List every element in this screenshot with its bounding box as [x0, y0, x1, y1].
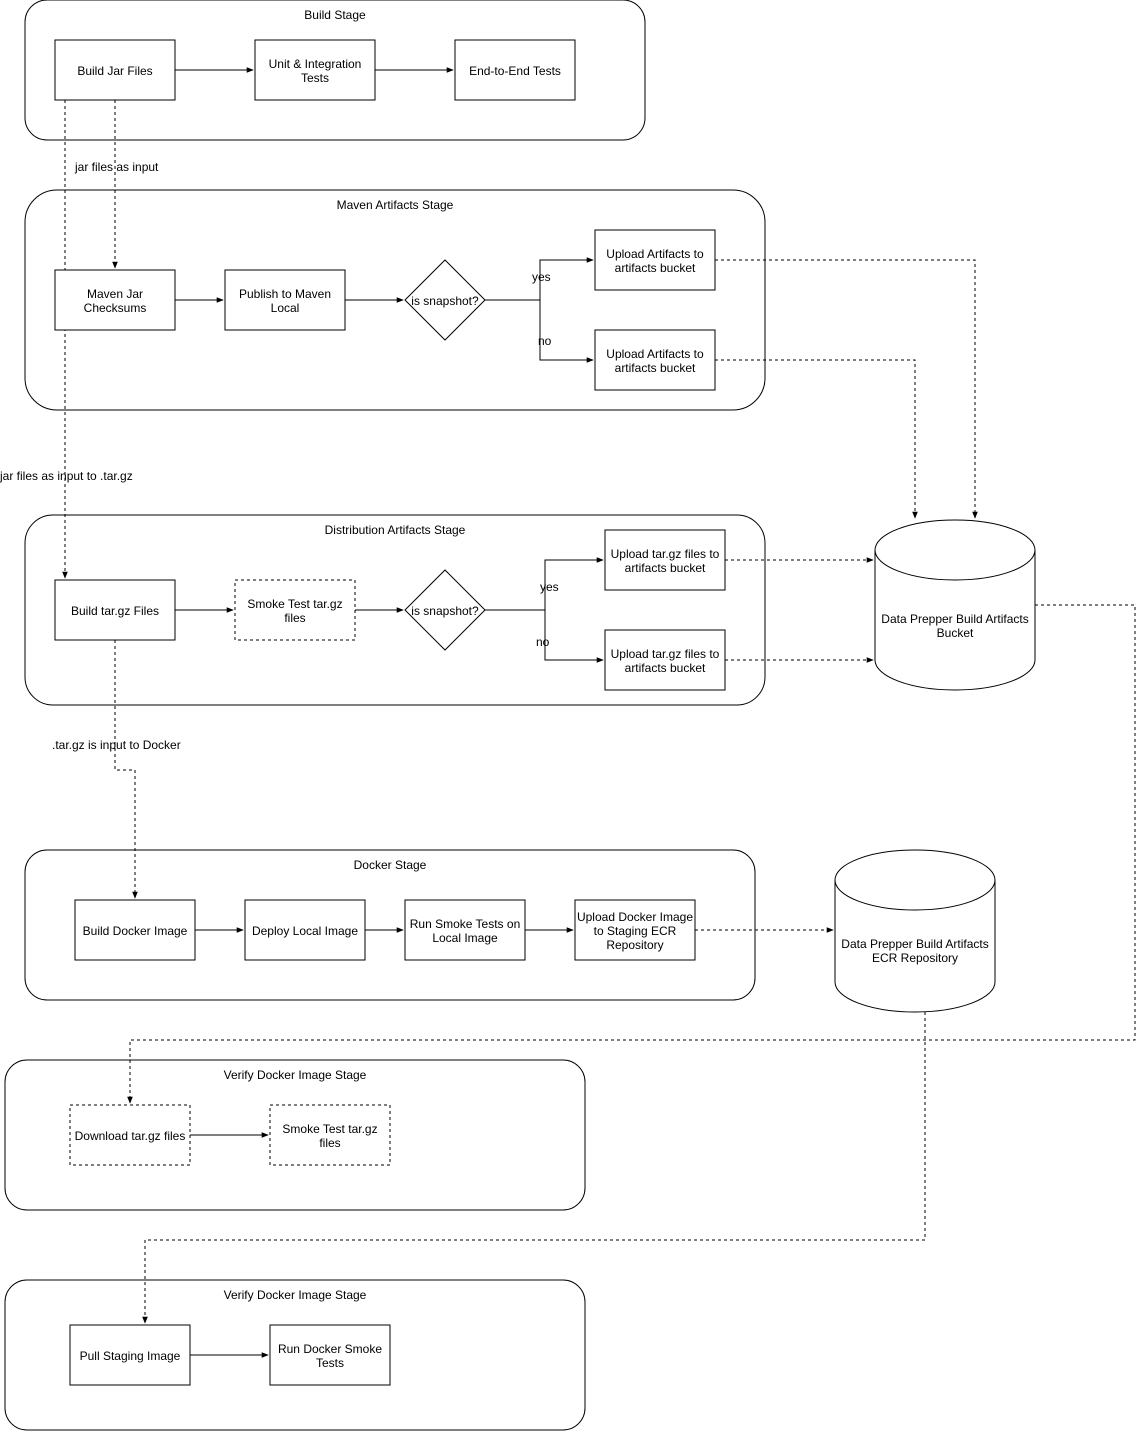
node-download-targz-files: Download tar.gz files	[69, 1104, 191, 1166]
node-label: artifacts bucket	[615, 361, 696, 375]
node-label: artifacts bucket	[625, 561, 706, 575]
node-label: Download tar.gz files	[75, 1129, 186, 1143]
node-label: Data Prepper Build Artifacts	[881, 612, 1028, 626]
node-label: artifacts bucket	[615, 261, 696, 275]
build-stage-title: Build Stage	[304, 8, 366, 22]
node-label: Deploy Local Image	[252, 924, 358, 938]
verify-stage-1-title: Verify Docker Image Stage	[224, 1068, 367, 1082]
verify-stage-2-title: Verify Docker Image Stage	[224, 1288, 367, 1302]
maven-stage-title: Maven Artifacts Stage	[337, 198, 454, 212]
node-label: End-to-End Tests	[469, 64, 561, 78]
node-label: is snapshot?	[411, 294, 479, 308]
edge-dist-yes	[485, 557, 604, 611]
node-build-targz-files: Build tar.gz Files	[54, 579, 176, 641]
node-label: Publish to Maven	[239, 287, 331, 301]
node-label: files	[319, 1136, 340, 1150]
node-smoke-test-targz-2: Smoke Test tar.gz files	[269, 1104, 391, 1166]
node-build-docker-image: Build Docker Image	[74, 899, 196, 961]
node-label: Upload Artifacts to	[606, 247, 704, 261]
node-run-docker-smoke-tests: Run Docker Smoke Tests	[269, 1324, 391, 1386]
node-label: to Staging ECR	[594, 924, 677, 938]
node-build-artifacts-bucket: Data Prepper Build Artifacts Bucket	[874, 519, 1036, 691]
node-label: Build tar.gz Files	[71, 604, 159, 618]
edge-maven-yes	[485, 257, 594, 301]
edge-label-maven-yes: yes	[532, 270, 551, 284]
node-upload-artifacts-yes: Upload Artifacts to artifacts bucket	[594, 229, 716, 291]
edge-dist-no	[544, 610, 604, 663]
node-label: Run Docker Smoke	[278, 1342, 382, 1356]
edge-label-dist-no: no	[536, 635, 550, 649]
node-label: Upload tar.gz files to	[611, 647, 720, 661]
edge-bucket-to-download	[127, 604, 1136, 1104]
node-label: Tests	[316, 1356, 344, 1370]
node-smoke-test-targz: Smoke Test tar.gz files	[234, 579, 356, 641]
node-ecr-repository: Data Prepper Build Artifacts ECR Reposit…	[834, 849, 996, 1013]
node-label: Run Smoke Tests on	[410, 917, 521, 931]
edge-label-maven-no: no	[538, 334, 552, 348]
node-build-jar-files: Build Jar Files	[54, 39, 176, 101]
node-label: is snapshot?	[411, 604, 479, 618]
node-upload-targz-no: Upload tar.gz files to artifacts bucket	[604, 629, 726, 691]
node-upload-docker-image: Upload Docker Image to Staging ECR Repos…	[574, 899, 696, 961]
edge-upload-no-to-bucket	[715, 359, 918, 519]
node-run-smoke-tests-local: Run Smoke Tests on Local Image	[404, 899, 526, 961]
node-label: Repository	[606, 938, 663, 952]
edge-label-dist-yes: yes	[540, 580, 559, 594]
node-label: Smoke Test tar.gz	[247, 597, 342, 611]
node-label: Upload Docker Image	[577, 910, 693, 924]
node-label: Data Prepper Build Artifacts	[841, 937, 988, 951]
node-label: Checksums	[84, 301, 147, 315]
node-label: Build Jar Files	[77, 64, 152, 78]
node-label: Pull Staging Image	[80, 1349, 181, 1363]
node-label: Maven Jar	[87, 287, 143, 301]
edge-upload-yes-to-bucket	[715, 259, 978, 519]
node-upload-artifacts-no: Upload Artifacts to artifacts bucket	[594, 329, 716, 391]
edge-maven-no	[539, 300, 594, 363]
node-upload-targz-yes: Upload tar.gz files to artifacts bucket	[604, 529, 726, 591]
node-label: Upload Artifacts to	[606, 347, 704, 361]
node-label: files	[284, 611, 305, 625]
edge-ecr-to-pull	[142, 1012, 926, 1324]
edge-label-jar-input: jar files as input	[74, 160, 159, 174]
node-pull-staging-image: Pull Staging Image	[69, 1324, 191, 1386]
node-label: Smoke Test tar.gz	[282, 1122, 377, 1136]
docker-stage-title: Docker Stage	[354, 858, 427, 872]
edge-label-jar-input-targz: jar files as input to .tar.gz	[0, 469, 133, 483]
node-label: Upload tar.gz files to	[611, 547, 720, 561]
node-label: Build Docker Image	[83, 924, 188, 938]
edge-targz-to-docker	[114, 640, 138, 899]
node-deploy-local-image: Deploy Local Image	[244, 899, 366, 961]
distribution-stage-title: Distribution Artifacts Stage	[325, 523, 466, 537]
node-end-to-end-tests: End-to-End Tests	[454, 39, 576, 101]
node-label: Bucket	[937, 626, 974, 640]
node-maven-jar-checksums: Maven Jar Checksums	[54, 269, 176, 331]
docker-stage: Docker Stage	[24, 849, 756, 1001]
node-label: Tests	[301, 71, 329, 85]
node-label: Local Image	[432, 931, 498, 945]
node-publish-to-maven-local: Publish to Maven Local	[224, 269, 346, 331]
edge-label-targz-docker: .tar.gz is input to Docker	[52, 738, 181, 752]
node-label: artifacts bucket	[625, 661, 706, 675]
node-label: Local	[271, 301, 300, 315]
node-label: Unit & Integration	[269, 57, 362, 71]
node-dist-is-snapshot: is snapshot?	[404, 569, 486, 651]
node-maven-is-snapshot: is snapshot?	[404, 259, 486, 341]
node-label: ECR Repository	[872, 951, 958, 965]
node-unit-integration-tests: Unit & Integration Tests	[254, 39, 376, 101]
